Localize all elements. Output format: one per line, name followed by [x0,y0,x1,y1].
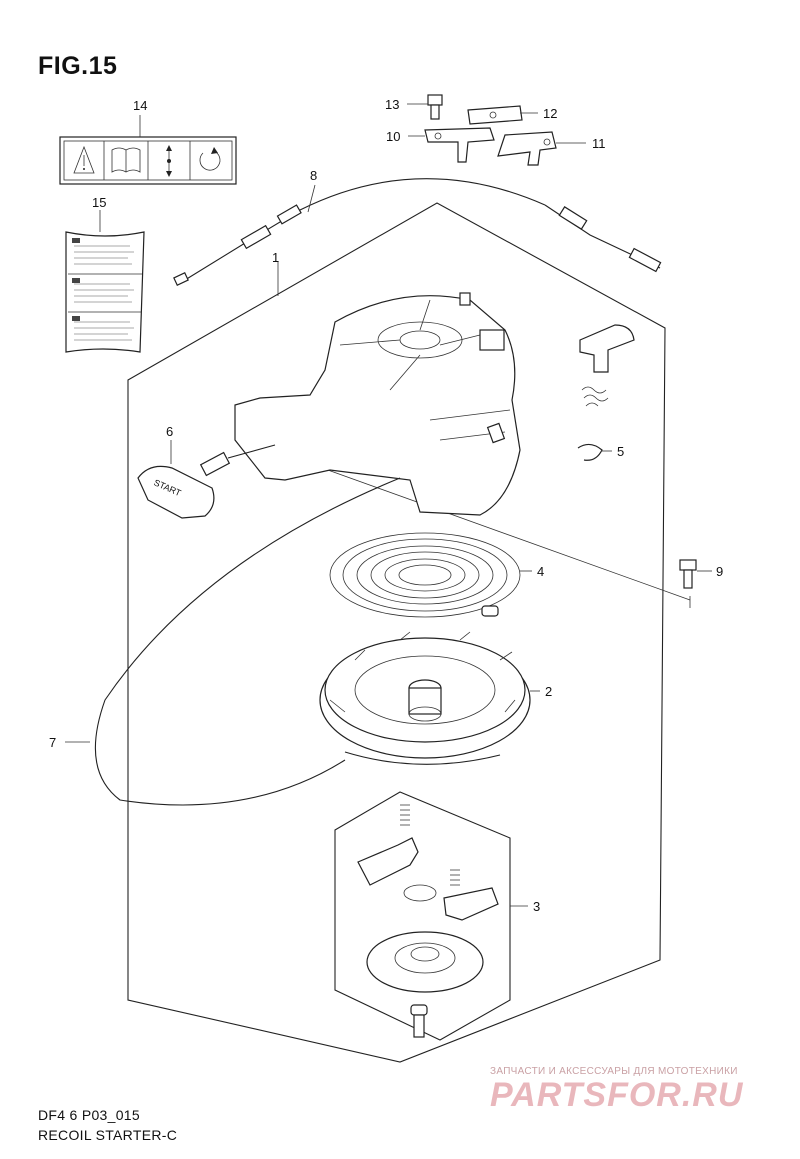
direction-arrows-icon [166,145,172,177]
callout-13: 13 [385,97,399,112]
spring-upper [400,804,410,826]
bolt-13 [427,94,443,120]
cable-8 [173,178,662,286]
pawl-lever-part [579,324,635,373]
handle-6: START [137,444,276,519]
callout-4: 4 [537,564,544,579]
warning-icon [73,145,95,174]
assembly-boundary [127,202,666,1063]
reel-2 [319,631,531,765]
figure-title: FIG.15 [38,52,118,80]
decal-sheet-15 [65,231,145,353]
spring-small [581,386,609,407]
rope-7 [94,477,401,806]
callout-10: 10 [386,129,400,144]
callout-3: 3 [533,899,540,914]
center-bolt [410,1004,428,1038]
figure-name: RECOIL STARTER-C [38,1127,178,1143]
bracket-10 [424,127,495,163]
callout-14: 14 [133,98,147,113]
watermark-subtitle: ЗАПЧАСТИ И АКСЕССУАРЫ ДЛЯ МОТОТЕХНИКИ [490,1066,738,1077]
watermark-logo: PARTSFOR.RU [490,1076,744,1114]
manual-book-icon [111,147,141,173]
figure-code: DF4 6 P03_015 [38,1107,140,1123]
callout-9: 9 [716,564,723,579]
callout-2: 2 [545,684,552,699]
callout-1: 1 [272,250,279,265]
callout-7: 7 [49,735,56,750]
callout-12: 12 [543,106,557,121]
leader-lines [65,103,712,907]
bracket-11 [497,131,557,166]
spiral-spring-4 [329,532,521,618]
callout-11: 11 [592,136,606,151]
clip-5 [577,443,603,461]
warning-label-14 [59,136,237,185]
callout-5: 5 [617,444,624,459]
callout-8: 8 [310,168,317,183]
ratchet-assembly-3 [334,791,511,1041]
callout-6: 6 [166,424,173,439]
plate-12 [467,105,523,125]
starter-housing-1 [234,292,521,516]
callout-15: 15 [92,195,106,210]
rotation-icon [199,147,221,171]
bolt-9 [679,559,697,608]
